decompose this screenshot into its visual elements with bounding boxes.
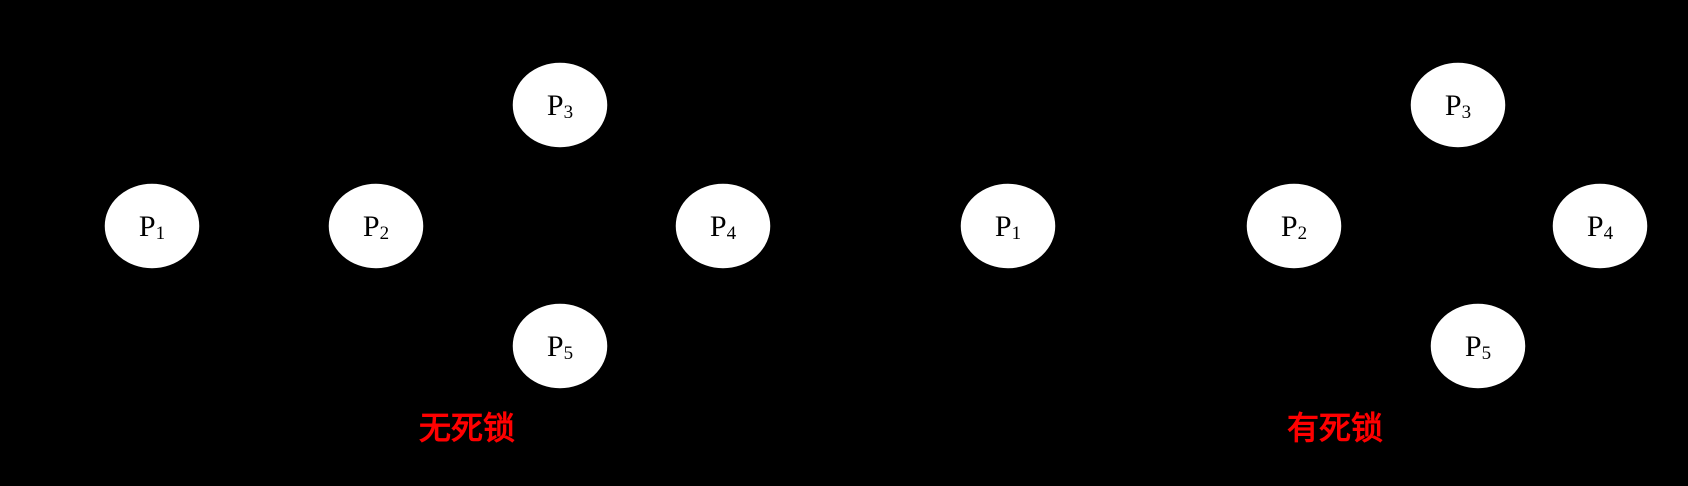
node-p3: P3 bbox=[511, 61, 609, 149]
node-label: P5 bbox=[547, 330, 573, 364]
node-p3: P3 bbox=[1409, 61, 1507, 149]
node-p4: P4 bbox=[674, 182, 772, 270]
node-ellipse bbox=[959, 182, 1057, 270]
node-label: P2 bbox=[363, 210, 389, 244]
node-p2: P2 bbox=[1245, 182, 1343, 270]
caption-deadlock: 有死锁 bbox=[1287, 409, 1383, 447]
node-ellipse bbox=[511, 302, 609, 390]
caption-no-deadlock: 无死锁 bbox=[419, 409, 515, 447]
node-p5: P5 bbox=[511, 302, 609, 390]
node-ellipse bbox=[1245, 182, 1343, 270]
node-ellipse bbox=[103, 182, 201, 270]
node-label: P3 bbox=[1445, 89, 1471, 123]
node-ellipse bbox=[327, 182, 425, 270]
node-ellipse bbox=[1409, 61, 1507, 149]
node-label: P4 bbox=[1587, 210, 1614, 244]
node-label: P1 bbox=[139, 210, 165, 244]
node-ellipse bbox=[511, 61, 609, 149]
node-label: P3 bbox=[547, 89, 573, 123]
node-label: P4 bbox=[710, 210, 737, 244]
node-label: P1 bbox=[995, 210, 1021, 244]
node-p1: P1 bbox=[103, 182, 201, 270]
node-label: P5 bbox=[1465, 330, 1491, 364]
node-ellipse bbox=[674, 182, 772, 270]
diagram-no-deadlock: P1 P2 P3 P4 P5 无死锁 bbox=[103, 61, 772, 447]
node-p5: P5 bbox=[1429, 302, 1527, 390]
node-ellipse bbox=[1429, 302, 1527, 390]
diagram-deadlock: P1 P2 P3 P4 P5 有死锁 bbox=[959, 61, 1649, 447]
node-label: P2 bbox=[1281, 210, 1307, 244]
node-p1: P1 bbox=[959, 182, 1057, 270]
node-p4: P4 bbox=[1551, 182, 1649, 270]
node-p2: P2 bbox=[327, 182, 425, 270]
node-ellipse bbox=[1551, 182, 1649, 270]
